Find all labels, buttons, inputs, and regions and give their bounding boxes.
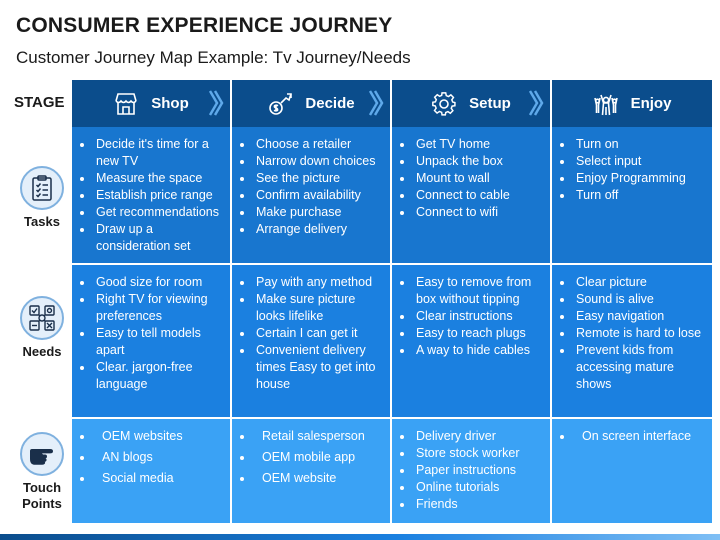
row-label-text: Tasks — [24, 214, 60, 229]
list-item: Remote is hard to lose — [574, 325, 706, 342]
list-item: Measure the space — [94, 170, 224, 187]
page-subtitle: Customer Journey Map Example: Tv Journey… — [16, 48, 411, 67]
list-item: Enjoy Programming — [574, 170, 706, 187]
touch-cell-decide: Retail salespersonOEM mobile appOEM webs… — [232, 419, 390, 523]
chevron-right-icon — [528, 90, 544, 116]
gear-icon — [431, 91, 457, 117]
tasks-cell-decide: Choose a retailerNarrow down choicesSee … — [232, 127, 390, 263]
list-item: Online tutorials — [414, 479, 544, 496]
list-item: Unpack the box — [414, 153, 544, 170]
touch-cell-shop: OEM websites AN blogsSocial media — [72, 419, 230, 523]
enjoy-icon — [593, 91, 619, 117]
tasks-cell-shop: Decide it's time for a new TVMeasure the… — [72, 127, 230, 263]
list-item: Get TV home — [414, 136, 544, 153]
list-item: Connect to wifi — [414, 204, 544, 221]
needs-cell-setup: Easy to remove from box without tippingC… — [392, 265, 550, 417]
row-label-needs: Needs — [16, 296, 68, 360]
list-item: Choose a retailer — [254, 136, 384, 153]
list-item: Friends — [414, 496, 544, 513]
list-item: Get recommendations — [94, 204, 224, 221]
list-item: Easy to reach plugs — [414, 325, 544, 342]
list-item: Turn on — [574, 136, 706, 153]
list-item: Convenient delivery times Easy to get in… — [254, 342, 384, 393]
chevron-right-icon — [368, 90, 384, 116]
shop-icon — [113, 91, 139, 117]
row-label-line: Touch — [22, 480, 62, 495]
pointing-hand-icon — [20, 432, 64, 476]
row-label-line: Points — [22, 496, 62, 511]
list-item: OEM website — [254, 470, 384, 487]
stage-name: Enjoy — [630, 95, 672, 112]
row-label-text: Needs — [22, 344, 62, 359]
touch-cell-setup: Delivery driverStore stock workerPaper i… — [392, 419, 550, 523]
list-item: Connect to cable — [414, 187, 544, 204]
stage-name: Shop — [151, 95, 189, 112]
stage-row-label: STAGE — [14, 94, 65, 111]
tasks-cell-setup: Get TV homeUnpack the boxMount to wallCo… — [392, 127, 550, 263]
list-item: Select input — [574, 153, 706, 170]
list-item: A way to hide cables — [414, 342, 544, 359]
list-item: Turn off — [574, 187, 706, 204]
list-item: Mount to wall — [414, 170, 544, 187]
list-item: Clear instructions — [414, 308, 544, 325]
list-item: Draw up a consideration set — [94, 221, 224, 255]
list-item: Store stock worker — [414, 445, 544, 462]
chevron-right-icon — [208, 90, 224, 116]
list-item: Pay with any method — [254, 274, 384, 291]
list-item: On screen interface — [574, 428, 706, 445]
list-item: OEM mobile app — [254, 449, 384, 466]
list-item: Right TV for viewing preferences — [94, 291, 224, 325]
list-item: OEM websites — [94, 428, 224, 445]
needs-cell-shop: Good size for roomRight TV for viewing p… — [72, 265, 230, 417]
decide-icon — [267, 91, 293, 117]
row-label-text: Touch Points — [16, 480, 68, 512]
list-item: Delivery driver — [414, 428, 544, 445]
stage-header-shop: Shop — [72, 80, 230, 127]
list-item: Easy to tell models apart — [94, 325, 224, 359]
list-item: Certain I can get it — [254, 325, 384, 342]
list-item: Clear picture — [574, 274, 706, 291]
row-label-tasks: Tasks — [16, 166, 68, 230]
needs-icon — [20, 296, 64, 340]
list-item: Easy navigation — [574, 308, 706, 325]
row-label-touch-points: Touch Points — [16, 432, 68, 512]
list-item: See the picture — [254, 170, 384, 187]
list-item: Confirm availability — [254, 187, 384, 204]
stage-name: Decide — [305, 95, 355, 112]
clipboard-checklist-icon — [20, 166, 64, 210]
list-item: Arrange delivery — [254, 221, 384, 238]
stage-header-enjoy: Enjoy — [552, 80, 712, 127]
list-item: Narrow down choices — [254, 153, 384, 170]
list-item: Make sure picture looks lifelike — [254, 291, 384, 325]
touch-cell-enjoy: On screen interface — [552, 419, 712, 523]
list-item: AN blogs — [94, 449, 224, 466]
list-item: Make purchase — [254, 204, 384, 221]
list-item: Prevent kids from accessing mature shows — [574, 342, 706, 393]
list-item: Good size for room — [94, 274, 224, 291]
stage-header-decide: Decide — [232, 80, 390, 127]
list-item: Easy to remove from box without tipping — [414, 274, 544, 308]
stage-header-setup: Setup — [392, 80, 550, 127]
list-item: Clear. jargon-free language — [94, 359, 224, 393]
list-item: Social media — [94, 470, 224, 487]
stage-name: Setup — [469, 95, 511, 112]
list-item: Establish price range — [94, 187, 224, 204]
list-item: Decide it's time for a new TV — [94, 136, 224, 170]
needs-cell-enjoy: Clear pictureSound is aliveEasy navigati… — [552, 265, 712, 417]
page-title: CONSUMER EXPERIENCE JOURNEY — [16, 14, 393, 37]
needs-cell-decide: Pay with any methodMake sure picture loo… — [232, 265, 390, 417]
list-item: Retail salesperson — [254, 428, 384, 445]
tasks-cell-enjoy: Turn onSelect inputEnjoy ProgrammingTurn… — [552, 127, 712, 263]
list-item: Paper instructions — [414, 462, 544, 479]
footer-accent-bar — [0, 534, 720, 540]
list-item: Sound is alive — [574, 291, 706, 308]
